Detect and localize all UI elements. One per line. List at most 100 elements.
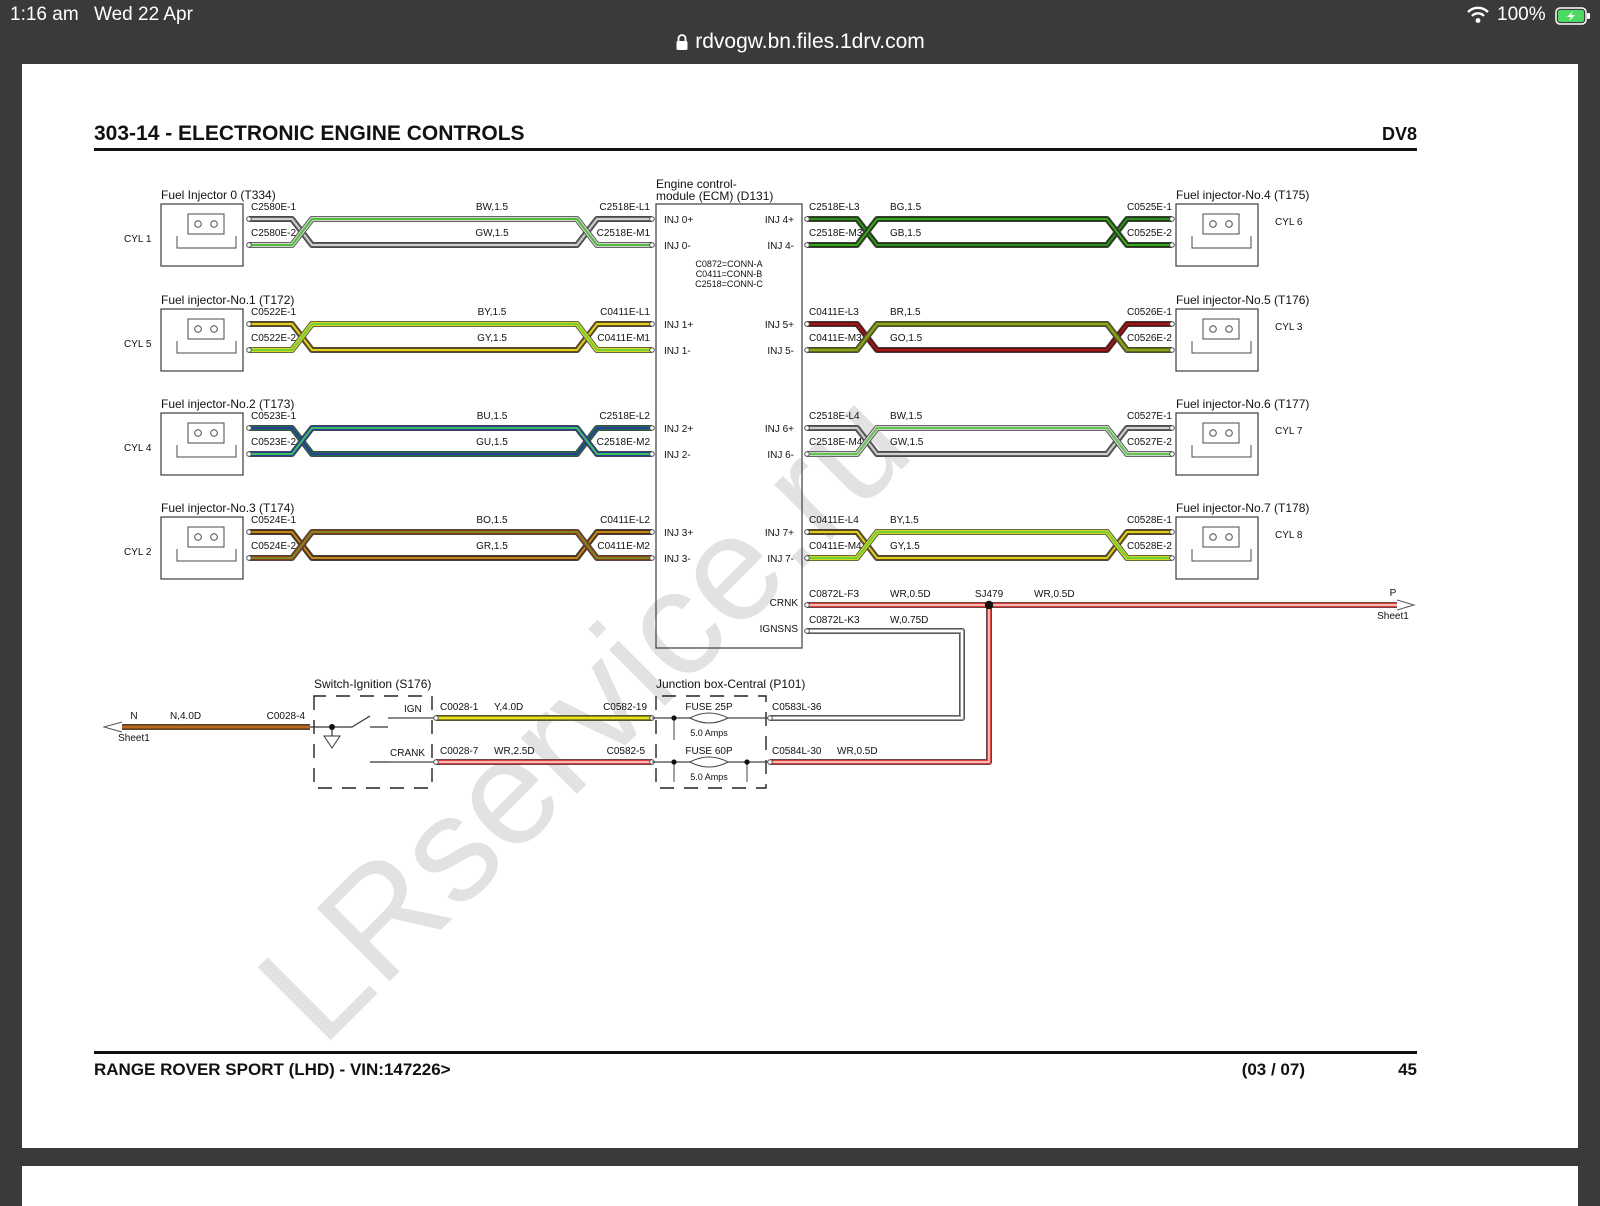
injector-connector-pin-a [194,429,202,437]
offpage-letter: P [1390,588,1397,599]
pin-label: C0584L-30 [772,746,822,757]
injector-wire-stripe [249,531,652,559]
wire-label: BW,1.5 [476,202,509,213]
pin-dot [1169,555,1175,561]
splice-label: SJ479 [975,589,1004,600]
injector-connector-plug [1202,318,1240,340]
injector-connector-pin-b [210,429,218,437]
pdf-page[interactable]: LRservice.ru 303-14 - ELECTRONIC ENGINE … [22,64,1578,1148]
injector-wire-stripe [807,323,1172,351]
pin-label: C0028-4 [267,711,306,722]
cylinder-label: CYL 8 [1275,530,1303,541]
wire-label: W,0.75D [890,615,928,626]
cylinder-label: CYL 5 [124,339,152,350]
url-text: rdvogw.bn.files.1drv.com [695,30,925,53]
pin-label: C0524E-1 [251,515,296,526]
jbox-leads [652,717,770,763]
ecm-conn-a: C0872=CONN-A [695,259,762,269]
injector-connector-plug [1202,213,1240,235]
switch-box [313,695,433,789]
pin-label: C0528E-1 [1127,515,1172,526]
pin-label: C0583L-36 [772,702,822,713]
injector-wire-stripe [249,531,652,559]
pin-label: C0525E-2 [1127,228,1172,239]
ecm-pin-label: INJ 7+ [765,528,794,539]
wire-label: N,4.0D [170,711,201,722]
offpage-sheet: Sheet1 [1377,611,1409,622]
switch-actuator [323,735,341,749]
wire-label: WR,0.5D [890,589,931,600]
pin-label: C0524E-2 [251,541,296,552]
ecm-pin-label: INJ 7- [767,554,794,565]
injector-wire-stripe [249,427,652,455]
injector-connector-pin-b [1225,220,1233,228]
wire-label: GY,1.5 [890,541,920,552]
wire-label: Y,4.0D [494,702,523,713]
ecm-pin-label: INJ 0- [664,241,691,252]
injector-wire-stripe [249,323,652,351]
pin-dot [1169,347,1175,353]
offpage-sheet: Sheet1 [118,733,150,744]
injector-connector-pin-a [1209,533,1217,541]
wire-label: WR,0.5D [837,746,878,757]
pin-label: C2518E-L2 [599,411,650,422]
pin-dot [804,628,810,634]
ecm-pin-label: INJ 0+ [664,215,693,226]
pin-dot [804,602,810,608]
injector-coil [1191,549,1252,562]
ecm-pin-label: INJ 4- [767,241,794,252]
injector-connector-plug [187,318,225,340]
wifi-icon [1467,6,1489,23]
pin-dot [649,425,655,431]
pin-label: C0582-19 [603,702,647,713]
cylinder-label: CYL 4 [124,443,152,454]
watermark: LRservice.ru [226,358,940,1072]
injector-connector-body [1175,308,1259,372]
wire-label: GR,1.5 [476,541,508,552]
pin-label: C0411E-M2 [597,541,650,552]
switch-pin-label: IGN [404,704,422,715]
pin-dot [246,347,252,353]
pin-dot [649,321,655,327]
right-bank-circuits: Fuel injector-No.4 (T175)CYL 6C2518E-L3C… [765,188,1309,580]
pin-label: C0527E-2 [1127,437,1172,448]
pin-dot [1169,321,1175,327]
pin-dot [1169,529,1175,535]
pin-dot [246,451,252,457]
pin-label: C2580E-2 [251,228,296,239]
footer-sheet: (03 / 07) [1242,1060,1305,1079]
wire-label: GW,1.5 [890,437,924,448]
address-bar[interactable]: rdvogw.bn.files.1drv.com [0,30,1600,56]
pin-label: C0411E-L2 [600,515,650,526]
injector-connector-body [160,412,244,476]
pin-dot [649,242,655,248]
left-bank-circuits: Fuel Injector 0 (T334)CYL 1C2580E-1C2580… [124,188,693,580]
injector-connector-plug [187,422,225,444]
cylinder-label: CYL 7 [1275,426,1303,437]
injector-coil [176,341,237,354]
injector-connector-pin-a [1209,325,1217,333]
ecm-pin-label: INJ 4+ [765,215,794,226]
offpage-letter: N [130,711,137,722]
cylinder-label: CYL 1 [124,234,152,245]
pin-label: C0528E-2 [1127,541,1172,552]
jbox-title: Junction box-Central (P101) [656,677,805,691]
ecm-pin-label: INJ 1- [664,346,691,357]
ignsns-wire-stripe [770,630,963,719]
injector-title: Fuel injector-No.5 (T176) [1176,293,1309,307]
fuse-label: FUSE 60P [685,746,733,757]
pin-label: C0522E-1 [251,307,296,318]
jbox-node [744,759,750,765]
injector-wire-stripe [249,218,652,246]
wire-label: BR,1.5 [890,307,921,318]
pin-label: C2518E-M3 [809,228,863,239]
wire-label: GU,1.5 [476,437,508,448]
pin-dot [1169,451,1175,457]
injector-wire-stripe [807,427,1172,455]
pin-dot [1169,425,1175,431]
fuse-amps: 5.0 Amps [690,728,728,738]
pin-dot [246,242,252,248]
ecm-block: Engine control- module (ECM) (D131) C087… [655,177,803,649]
injector-connector-body [1175,203,1259,267]
ecm-pin-label: INJ 2+ [664,424,693,435]
